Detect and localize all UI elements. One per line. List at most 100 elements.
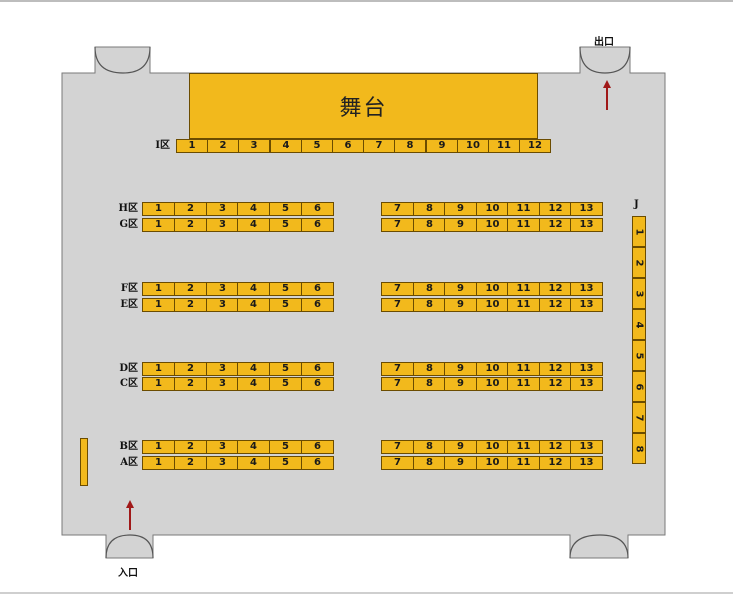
seat-e-4[interactable]: 4: [237, 298, 270, 312]
seat-e-9[interactable]: 9: [444, 298, 477, 312]
seat-f-6[interactable]: 6: [301, 282, 334, 296]
seat-i-9[interactable]: 9: [426, 139, 458, 153]
seat-e-13[interactable]: 13: [570, 298, 603, 312]
seat-e-12[interactable]: 12: [539, 298, 572, 312]
seat-d-6[interactable]: 6: [301, 362, 334, 376]
seat-b-3[interactable]: 3: [206, 440, 239, 454]
seat-f-13[interactable]: 13: [570, 282, 603, 296]
seat-i-5[interactable]: 5: [301, 139, 333, 153]
seat-d-10[interactable]: 10: [476, 362, 509, 376]
seat-g-13[interactable]: 13: [570, 218, 603, 232]
seat-d-1[interactable]: 1: [142, 362, 175, 376]
seat-c-3[interactable]: 3: [206, 377, 239, 391]
seat-h-2[interactable]: 2: [174, 202, 207, 216]
seat-e-6[interactable]: 6: [301, 298, 334, 312]
seat-d-12[interactable]: 12: [539, 362, 572, 376]
seat-h-10[interactable]: 10: [476, 202, 509, 216]
seat-b-2[interactable]: 2: [174, 440, 207, 454]
seat-b-4[interactable]: 4: [237, 440, 270, 454]
seat-i-3[interactable]: 3: [238, 139, 270, 153]
seat-h-5[interactable]: 5: [269, 202, 302, 216]
seat-a-13[interactable]: 13: [570, 456, 603, 470]
seat-h-3[interactable]: 3: [206, 202, 239, 216]
seat-a-11[interactable]: 11: [507, 456, 540, 470]
seat-f-8[interactable]: 8: [413, 282, 446, 296]
seat-f-2[interactable]: 2: [174, 282, 207, 296]
seat-c-6[interactable]: 6: [301, 377, 334, 391]
seat-j-7[interactable]: 7: [632, 402, 646, 433]
seat-b-12[interactable]: 12: [539, 440, 572, 454]
seat-i-11[interactable]: 11: [488, 139, 520, 153]
seat-f-7[interactable]: 7: [381, 282, 414, 296]
seat-a-10[interactable]: 10: [476, 456, 509, 470]
seat-d-2[interactable]: 2: [174, 362, 207, 376]
seat-g-4[interactable]: 4: [237, 218, 270, 232]
seat-h-9[interactable]: 9: [444, 202, 477, 216]
seat-i-1[interactable]: 1: [176, 139, 208, 153]
seat-f-9[interactable]: 9: [444, 282, 477, 296]
seat-f-10[interactable]: 10: [476, 282, 509, 296]
seat-a-7[interactable]: 7: [381, 456, 414, 470]
seat-c-7[interactable]: 7: [381, 377, 414, 391]
seat-f-1[interactable]: 1: [142, 282, 175, 296]
seat-b-8[interactable]: 8: [413, 440, 446, 454]
seat-d-13[interactable]: 13: [570, 362, 603, 376]
seat-b-13[interactable]: 13: [570, 440, 603, 454]
seat-f-12[interactable]: 12: [539, 282, 572, 296]
seat-f-11[interactable]: 11: [507, 282, 540, 296]
seat-b-1[interactable]: 1: [142, 440, 175, 454]
seat-c-4[interactable]: 4: [237, 377, 270, 391]
seat-c-12[interactable]: 12: [539, 377, 572, 391]
seat-i-10[interactable]: 10: [457, 139, 489, 153]
seat-g-2[interactable]: 2: [174, 218, 207, 232]
seat-e-2[interactable]: 2: [174, 298, 207, 312]
seat-a-5[interactable]: 5: [269, 456, 302, 470]
seat-d-5[interactable]: 5: [269, 362, 302, 376]
seat-g-8[interactable]: 8: [413, 218, 446, 232]
seat-a-8[interactable]: 8: [413, 456, 446, 470]
seat-g-6[interactable]: 6: [301, 218, 334, 232]
seat-c-9[interactable]: 9: [444, 377, 477, 391]
seat-d-9[interactable]: 9: [444, 362, 477, 376]
seat-j-1[interactable]: 1: [632, 216, 646, 247]
seat-b-6[interactable]: 6: [301, 440, 334, 454]
seat-e-3[interactable]: 3: [206, 298, 239, 312]
seat-j-3[interactable]: 3: [632, 278, 646, 309]
seat-e-11[interactable]: 11: [507, 298, 540, 312]
seat-g-9[interactable]: 9: [444, 218, 477, 232]
seat-c-13[interactable]: 13: [570, 377, 603, 391]
seat-c-1[interactable]: 1: [142, 377, 175, 391]
seat-h-11[interactable]: 11: [507, 202, 540, 216]
seat-a-2[interactable]: 2: [174, 456, 207, 470]
seat-b-10[interactable]: 10: [476, 440, 509, 454]
seat-c-11[interactable]: 11: [507, 377, 540, 391]
seat-a-4[interactable]: 4: [237, 456, 270, 470]
seat-d-3[interactable]: 3: [206, 362, 239, 376]
seat-e-5[interactable]: 5: [269, 298, 302, 312]
seat-j-5[interactable]: 5: [632, 340, 646, 371]
seat-e-1[interactable]: 1: [142, 298, 175, 312]
seat-e-8[interactable]: 8: [413, 298, 446, 312]
seat-f-3[interactable]: 3: [206, 282, 239, 296]
seat-e-10[interactable]: 10: [476, 298, 509, 312]
seat-a-6[interactable]: 6: [301, 456, 334, 470]
seat-f-5[interactable]: 5: [269, 282, 302, 296]
seat-g-3[interactable]: 3: [206, 218, 239, 232]
seat-g-12[interactable]: 12: [539, 218, 572, 232]
seat-e-7[interactable]: 7: [381, 298, 414, 312]
seat-h-12[interactable]: 12: [539, 202, 572, 216]
seat-g-7[interactable]: 7: [381, 218, 414, 232]
seat-j-2[interactable]: 2: [632, 247, 646, 278]
seat-i-4[interactable]: 4: [270, 139, 302, 153]
seat-c-10[interactable]: 10: [476, 377, 509, 391]
seat-c-2[interactable]: 2: [174, 377, 207, 391]
seat-b-9[interactable]: 9: [444, 440, 477, 454]
seat-i-12[interactable]: 12: [519, 139, 551, 153]
seat-g-1[interactable]: 1: [142, 218, 175, 232]
seat-h-6[interactable]: 6: [301, 202, 334, 216]
seat-j-6[interactable]: 6: [632, 371, 646, 402]
seat-i-8[interactable]: 8: [394, 139, 426, 153]
seat-a-1[interactable]: 1: [142, 456, 175, 470]
seat-a-3[interactable]: 3: [206, 456, 239, 470]
seat-a-9[interactable]: 9: [444, 456, 477, 470]
